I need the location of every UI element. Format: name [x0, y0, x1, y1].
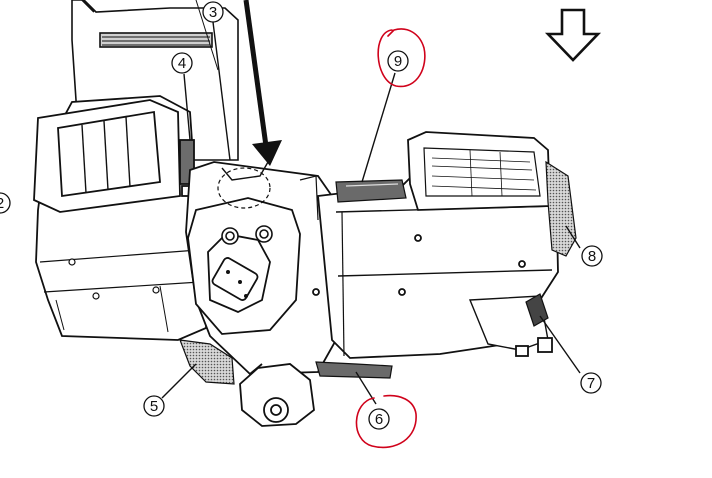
callout-8-label: 8 [588, 248, 596, 265]
callout-9-circle [387, 50, 409, 72]
callout-9-label: 9 [394, 53, 402, 70]
leader-lines [161, 21, 581, 405]
callout-7-label: 7 [587, 375, 595, 392]
callout-4-circle [171, 52, 193, 74]
callout-2-label: 2 [0, 195, 4, 212]
blower-housing [33, 95, 211, 341]
callout-6-label: 6 [375, 411, 383, 428]
callout-5-label: 5 [150, 398, 158, 415]
bold-pointer-arrow-icon [243, 0, 282, 166]
heater-core-section [185, 161, 337, 375]
callout-6-circle [368, 408, 390, 430]
callout-3-circle [202, 1, 224, 23]
blower-motor [239, 363, 315, 427]
highlight-callout-6 [355, 394, 417, 449]
callout-labels: 2 3 4 5 6 7 8 9 [0, 4, 596, 428]
seal-parts [179, 160, 577, 385]
callout-2-circle [0, 192, 11, 214]
red-highlights [355, 28, 426, 449]
evaporator-case [312, 131, 559, 359]
callout-circles [0, 1, 603, 430]
callout-7-circle [580, 372, 602, 394]
callout-3-label: 3 [209, 4, 217, 21]
down-arrow-outline-icon [544, 8, 602, 62]
callout-5-circle [143, 395, 165, 417]
callout-4-label: 4 [178, 55, 186, 72]
highlight-callout-9 [377, 28, 426, 88]
callout-8-circle [581, 245, 603, 267]
